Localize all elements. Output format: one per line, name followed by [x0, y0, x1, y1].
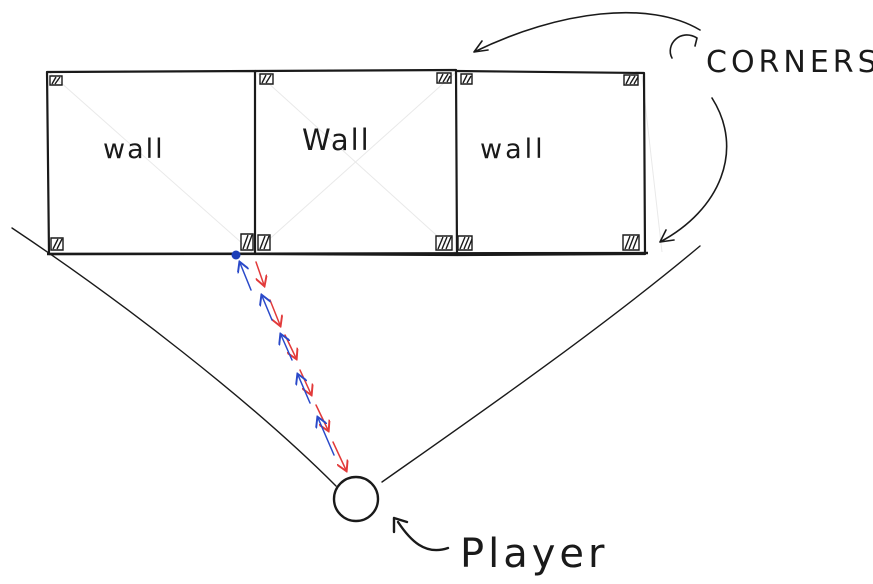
- wall-label-2: Wall: [302, 123, 371, 157]
- view-line-left: [11, 227, 337, 487]
- corner-marker: [622, 234, 640, 251]
- view-line-right: [381, 245, 701, 483]
- ray-out-segment: [255, 261, 264, 285]
- ray-back-segment: [240, 263, 252, 291]
- ray-back-segment: [298, 375, 311, 404]
- ray-back-segment: [281, 335, 293, 361]
- ray-back-segment: [262, 296, 273, 321]
- wall-box-3: [455, 69, 647, 257]
- corner-marker: [259, 73, 274, 85]
- corner-marker: [623, 74, 639, 86]
- corner-marker: [240, 233, 254, 251]
- corners-pointer-hook: [669, 34, 698, 59]
- ray-out-segment: [332, 441, 346, 470]
- ray-back-segment: [318, 418, 335, 456]
- wall-label-1: wall: [103, 134, 165, 165]
- player-circle: [332, 475, 380, 523]
- corner-marker: [460, 73, 473, 85]
- corner-arrows: [473, 11, 728, 243]
- ray-out-segment: [269, 299, 280, 325]
- player-label: Player: [460, 531, 608, 577]
- view-cone: [11, 227, 701, 487]
- corner-marker: [435, 235, 453, 251]
- wall-boxes: [45, 68, 649, 257]
- corners-label: CORNERS: [706, 45, 873, 80]
- corner-arrow-side: [659, 97, 728, 243]
- wall-label-3: wall: [480, 134, 546, 165]
- corner-arrow-top: [473, 11, 701, 53]
- corner-marker: [457, 235, 473, 251]
- player-pointer-arrow: [392, 516, 450, 552]
- corner-marker: [49, 75, 63, 86]
- ray-hit-point: [231, 250, 241, 260]
- corner-markers: [49, 72, 640, 251]
- ray-trace: [240, 262, 346, 470]
- wall-diagonals: [49, 71, 663, 253]
- corner-marker: [50, 237, 64, 251]
- corner-marker: [257, 234, 271, 251]
- corner-marker: [436, 72, 452, 84]
